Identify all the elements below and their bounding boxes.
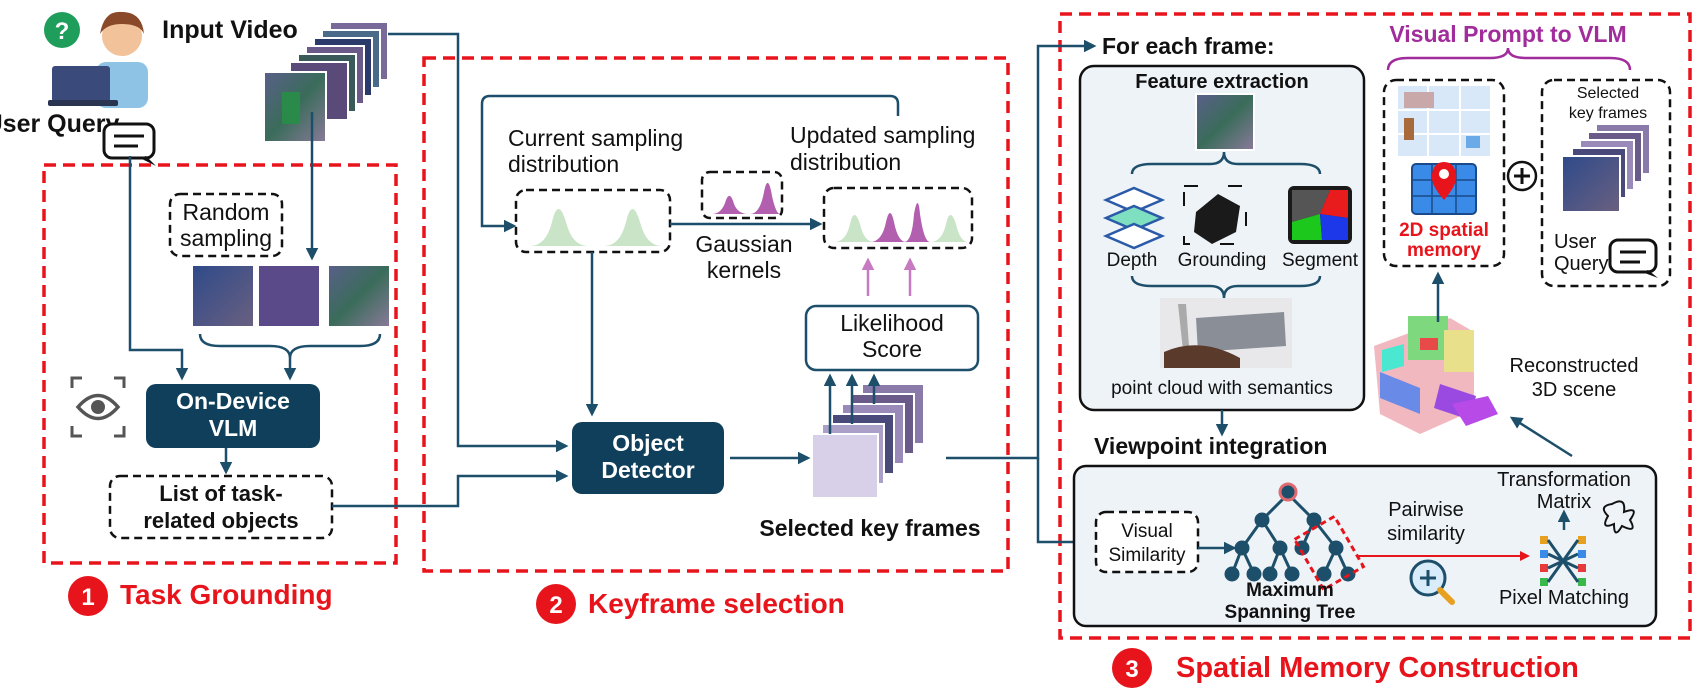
visual-prompt-label: Visual Prompt to VLM: [1389, 21, 1626, 47]
kernel-1: [712, 195, 748, 214]
rotation-icon: [1602, 500, 1635, 534]
magnifier-icon: [1409, 559, 1455, 605]
depth-label: Depth: [1107, 250, 1158, 271]
svg-text:1: 1: [81, 584, 94, 611]
svg-text:2: 2: [549, 592, 562, 619]
sampled-frames: [191, 264, 391, 328]
pixel-matching-icon: [1540, 536, 1586, 586]
task-grounding-border: [42, 163, 398, 565]
floor-map-icon: [1398, 86, 1490, 156]
user-query-label: User Query: [0, 110, 119, 138]
updated-gauss-2: [870, 213, 906, 242]
spanning-tree-icon: [1224, 482, 1356, 582]
updated-gauss-4: [930, 215, 968, 242]
pixel-matching-label: Pixel Matching: [1499, 587, 1629, 609]
section3-number-icon: 3: [1112, 648, 1152, 688]
segment-icon: [1288, 186, 1352, 244]
input-video-frames: [263, 21, 389, 143]
selected-kf-frames: [1561, 123, 1651, 213]
svg-text:?: ?: [55, 18, 70, 45]
visual-similarity-box: [1094, 510, 1200, 574]
kernel-2: [750, 182, 780, 214]
grounding-icon: [1183, 185, 1247, 245]
plus-icon: [1506, 160, 1538, 192]
reconstructed-scene-image: [1374, 316, 1498, 434]
depth-icon: [1102, 186, 1166, 250]
section3-title: Spatial Memory Construction: [1176, 652, 1579, 684]
eye-icon: [70, 376, 126, 438]
point-cloud-label: point cloud with semantics: [1111, 378, 1333, 399]
updated-gauss-1: [834, 215, 874, 242]
map-pin-icon: [1411, 162, 1477, 215]
spatial-memory-border: [1058, 12, 1692, 640]
user-avatar-icon: ?: [44, 11, 148, 108]
section1-title: Task Grounding: [120, 579, 333, 610]
current-gauss-2: [604, 209, 662, 246]
object-detector-box: [572, 422, 724, 494]
segment-label: Segment: [1282, 250, 1359, 271]
grounding-label: Grounding: [1178, 250, 1267, 271]
point-cloud-image: [1160, 298, 1292, 368]
section2-number-icon: 2: [536, 584, 576, 624]
keyframe-selection-border: [422, 56, 1010, 573]
kf-chat-icon: [1608, 238, 1658, 278]
selected-frames-stack: [811, 383, 925, 499]
viewpoint-panel: [1072, 464, 1658, 628]
selected-frames-label: Selected key frames: [759, 515, 980, 541]
svg-text:3: 3: [1125, 656, 1138, 683]
random-sampling-box: [168, 192, 284, 258]
frames-brace: [198, 333, 382, 359]
feature-frame: [1195, 93, 1255, 151]
for-each-frame-label: For each frame:: [1102, 33, 1275, 59]
current-gauss-1: [530, 209, 588, 246]
feature-extraction-label: Feature extraction: [1135, 71, 1308, 93]
on-device-vlm-box: [146, 384, 320, 448]
input-video-label: Input Video: [162, 16, 298, 44]
section1-number-icon: 1: [68, 576, 108, 616]
mst-highlight: [1292, 514, 1366, 592]
viewpoint-label: Viewpoint integration: [1094, 433, 1327, 459]
task-objects-label: List of task-related objects: [143, 481, 298, 533]
updated-gauss-3: [904, 203, 930, 242]
likelihood-box: [804, 304, 980, 372]
section2-title: Keyframe selection: [588, 588, 845, 619]
